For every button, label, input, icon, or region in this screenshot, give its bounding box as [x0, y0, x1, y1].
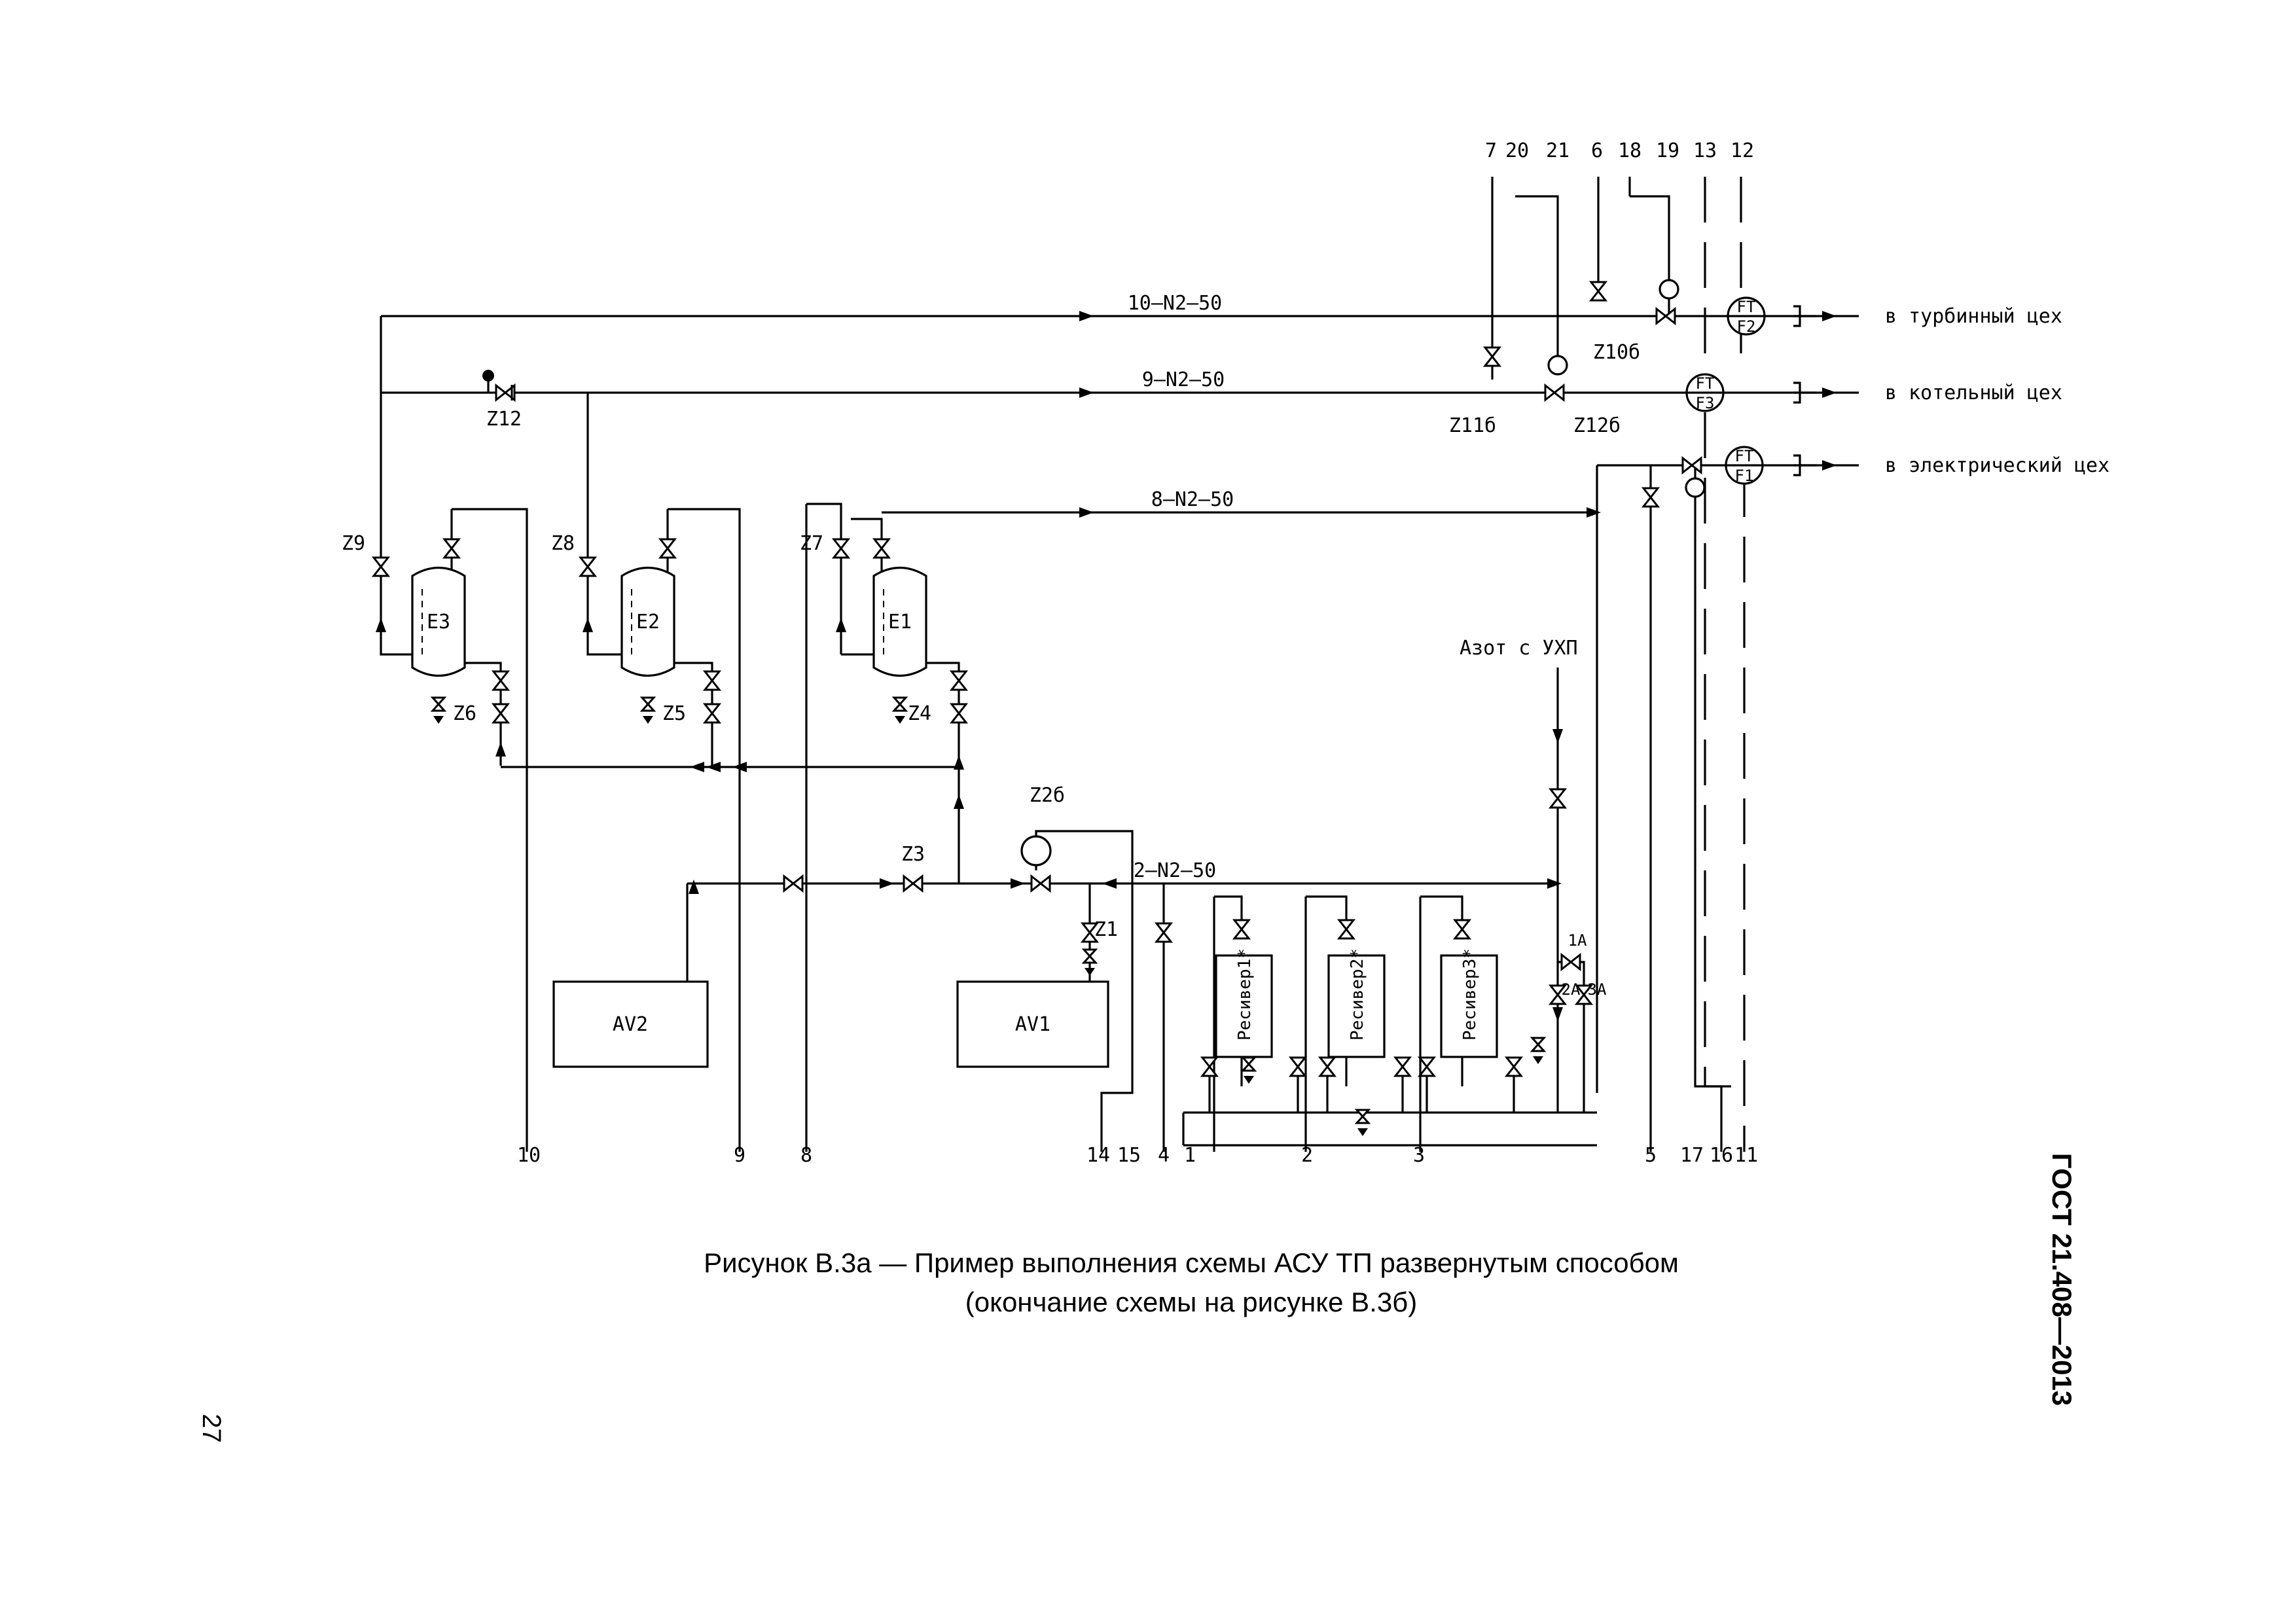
bottom-line-number: 11 — [1734, 1144, 1758, 1167]
bottom-line-number: 15 — [1117, 1144, 1141, 1167]
receiver-label: Ресивер2* — [1348, 948, 1367, 1041]
valve-label: 2А — [1562, 980, 1581, 999]
valve-label: Z1 — [1094, 918, 1118, 941]
instrument-bubbles — [1020, 279, 1766, 866]
top-line-number: 7 — [1485, 139, 1497, 162]
receiver-label: Ресивер1* — [1235, 948, 1255, 1041]
destination-label: в турбинный цех — [1885, 305, 2062, 328]
bottom-line-number: 4 — [1158, 1144, 1170, 1167]
top-line-number: 12 — [1731, 139, 1754, 162]
valve-label: Z5 — [662, 702, 686, 725]
pipe-label: 10–N2–50 — [1128, 292, 1223, 315]
valve-label: Z12б — [1573, 414, 1621, 437]
instrument-tag: F3 — [1696, 394, 1715, 412]
top-line-number: 13 — [1693, 139, 1717, 162]
page-number: 27 — [196, 1414, 226, 1443]
destination-label: в котельный цех — [1885, 382, 2062, 404]
instrument-tag: F1 — [1735, 467, 1754, 485]
top-line-number: 18 — [1618, 139, 1641, 162]
bottom-line-number: 16 — [1710, 1144, 1733, 1167]
pipe-label: 8–N2–50 — [1151, 488, 1234, 511]
pipe-label: 9–N2–50 — [1142, 368, 1225, 391]
destination-label: в электрический цех — [1885, 454, 2109, 477]
instrument-tag: F2 — [1737, 317, 1756, 336]
valve-label: Z4 — [908, 702, 931, 725]
top-line-number: 20 — [1505, 139, 1529, 162]
top-line-number: 21 — [1546, 139, 1570, 162]
unit-label: AV2 — [613, 1013, 648, 1036]
bottom-line-number: 10 — [517, 1144, 541, 1167]
valve-label: Z8 — [551, 532, 575, 555]
bottom-line-number: 17 — [1680, 1144, 1704, 1167]
bottom-line-number: 8 — [800, 1144, 812, 1167]
instrument-tag: FT — [1696, 374, 1715, 393]
bottom-line-number: 2 — [1301, 1144, 1313, 1167]
source-label: Азот с УХП — [1460, 637, 1578, 660]
valve-label: Z7 — [800, 532, 823, 555]
top-line-number: 19 — [1656, 139, 1679, 162]
valves — [372, 281, 1702, 1137]
bottom-line-number: 3 — [1413, 1144, 1425, 1167]
pipe-label: 2–N2–50 — [1134, 859, 1216, 882]
instrument-tag: FT — [1735, 447, 1754, 465]
pipelines — [380, 177, 1859, 1152]
vessel-label: Е2 — [636, 611, 660, 633]
z12-actuator — [482, 370, 513, 401]
valve-label: 3А — [1588, 980, 1607, 999]
figure-caption-line1: Рисунок В.3а — Пример выполнения схемы А… — [704, 1247, 1679, 1278]
instrument-tag: FT — [1737, 298, 1756, 316]
valve-label: Z10б — [1593, 341, 1640, 364]
bottom-line-number: 1 — [1184, 1144, 1196, 1167]
valve-label: Z3 — [901, 843, 925, 866]
valve-label: Z6 — [453, 702, 476, 725]
standard-code: ГОСТ 21.408—2013 — [2047, 1152, 2077, 1406]
signal-lines — [1704, 177, 1746, 1152]
bottom-line-number: 9 — [734, 1144, 745, 1167]
bottom-line-number: 5 — [1645, 1144, 1657, 1167]
vessel-label: Е3 — [427, 611, 450, 633]
line-ends — [1793, 305, 1816, 476]
instrument-dividers — [1687, 315, 1765, 467]
valve-label: Z9 — [342, 532, 365, 555]
valve-label: Z2б — [1030, 784, 1065, 807]
valve-label: 1А — [1568, 931, 1587, 950]
valve-label: Z11б — [1449, 414, 1496, 437]
vessel-label: Е1 — [888, 611, 912, 633]
valve-label: Z12 — [486, 408, 522, 431]
vessels — [411, 566, 927, 677]
unit-label: AV1 — [1015, 1013, 1050, 1036]
figure-caption-line2: (окончание схемы на рисунке В.3б) — [965, 1287, 1418, 1317]
bottom-line-number: 14 — [1086, 1144, 1110, 1167]
receiver-label: Ресивер3* — [1460, 948, 1480, 1041]
receivers — [1215, 954, 1498, 1058]
top-line-number: 6 — [1591, 139, 1603, 162]
